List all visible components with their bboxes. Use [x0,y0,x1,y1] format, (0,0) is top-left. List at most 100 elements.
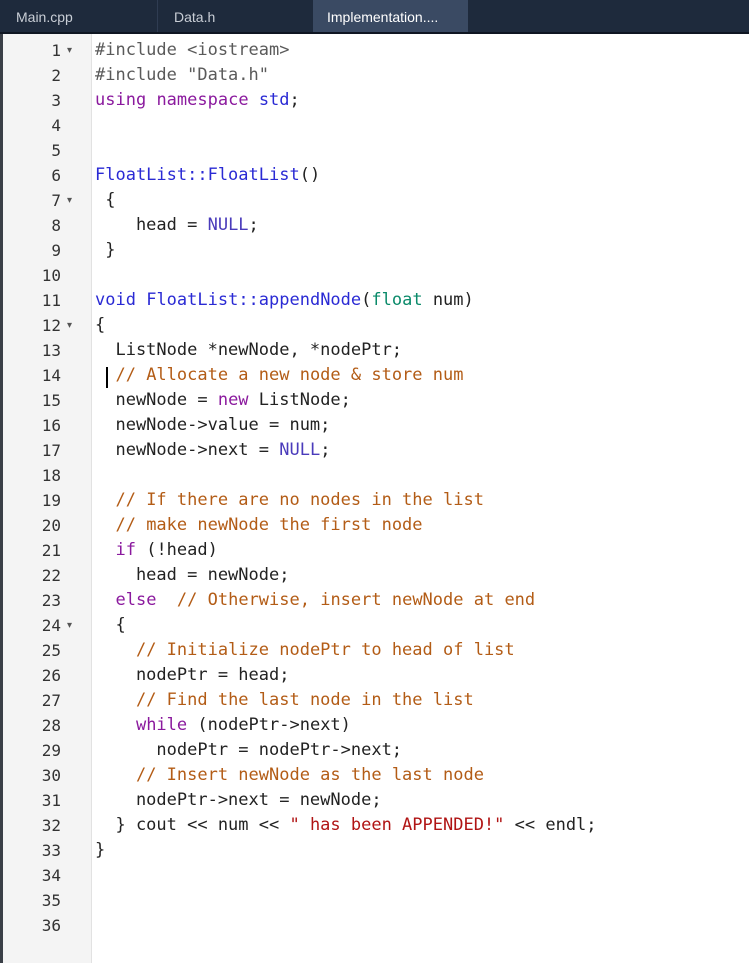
tab-data-h[interactable]: Data.h [174,9,216,25]
line-number: 24 [41,616,61,635]
code-line[interactable]: FloatList::FloatList() [95,163,320,188]
line-number: 28 [41,716,61,735]
code-token: FloatList::appendNode [146,290,362,310]
code-line[interactable]: } [95,238,115,263]
line-number: 26 [41,666,61,685]
fold-arrow-icon[interactable]: ▾ [67,320,73,331]
code-token: } cout << num << [95,815,290,835]
code-token: ( [361,290,372,310]
code-token: else [115,590,157,610]
code-token [95,490,115,510]
code-line[interactable]: { [95,313,105,338]
code-line[interactable]: newNode = new ListNode; [95,388,350,413]
line-number: 23 [41,591,61,610]
code-line[interactable]: if (!head) [95,538,218,563]
code-token: << endl; [504,815,597,835]
line-number: 10 [41,266,61,285]
code-token: #include <iostream> [95,40,290,60]
code-token: nodePtr = head; [95,665,290,685]
code-token: // make newNode the first node [115,515,423,535]
line-number: 15 [41,391,61,410]
code-token: newNode->next = [95,440,280,460]
code-line[interactable]: // Insert newNode as the last node [95,763,484,788]
code-token: (!head) [135,540,218,560]
code-line[interactable]: { [95,188,115,213]
code-line[interactable]: nodePtr->next = newNode; [95,788,382,813]
line-number: 14 [41,366,61,385]
code-token: " has been APPENDED!" [289,815,505,835]
editor-left-border [0,34,3,963]
line-number: 5 [51,141,61,160]
code-line[interactable]: // Find the last node in the list [95,688,474,713]
code-token: { [95,315,106,335]
code-token: // Find the last node in the list [135,690,474,710]
code-line[interactable]: void FloatList::appendNode(float num) [95,288,474,313]
code-token [156,590,176,610]
code-line[interactable]: // Allocate a new node & store num [95,363,463,388]
code-line[interactable]: newNode->value = num; [95,413,330,438]
code-token [136,290,146,310]
code-token: float [371,290,423,310]
code-line[interactable]: while (nodePtr->next) [95,713,351,738]
code-token: new [217,390,249,410]
code-token [95,515,115,535]
tab-main-cpp[interactable]: Main.cpp [0,0,158,34]
code-line[interactable]: } cout << num << " has been APPENDED!" <… [95,813,597,838]
code-token: // If there are no nodes in the list [115,490,484,510]
line-number: 6 [51,166,61,185]
line-number: 25 [41,641,61,660]
code-token: newNode = [95,390,218,410]
line-number: 12 [41,316,61,335]
code-line[interactable]: nodePtr = head; [95,663,290,688]
line-number: 31 [41,791,61,810]
code-line[interactable]: else // Otherwise, insert newNode at end [95,588,535,613]
code-token [95,540,115,560]
fold-arrow-icon[interactable]: ▾ [67,195,73,206]
line-number: 21 [41,541,61,560]
line-number: 35 [41,891,61,910]
code-line[interactable]: head = NULL; [95,213,259,238]
tab-bar: Main.cpp Data.h Implementation.... [0,0,749,34]
line-number: 4 [51,116,61,135]
line-number: 7 [51,191,61,210]
code-line[interactable]: // make newNode the first node [95,513,423,538]
code-token: // Otherwise, insert newNode at end [176,590,536,610]
code-token: void [95,290,136,310]
fold-arrow-icon[interactable]: ▾ [67,45,73,56]
code-line[interactable]: // If there are no nodes in the list [95,488,484,513]
code-token [146,90,156,110]
code-token [95,715,136,735]
code-line[interactable]: using namespace std; [95,88,300,113]
code-line[interactable]: { [95,613,126,638]
code-line[interactable]: newNode->next = NULL; [95,438,330,463]
code-token: #include "Data.h" [95,65,269,85]
code-token: num) [422,290,474,310]
code-token: newNode->value = num; [95,415,331,435]
code-line[interactable]: nodePtr = nodePtr->next; [95,738,402,763]
code-token [95,590,115,610]
line-number: 29 [41,741,61,760]
code-token: nodePtr->next = newNode; [95,790,382,810]
code-line[interactable]: head = newNode; [95,563,290,588]
code-line[interactable]: } [95,838,105,863]
code-token [95,640,136,660]
code-token: { [95,190,116,210]
line-number: 36 [41,916,61,935]
line-number: 16 [41,416,61,435]
line-number: 32 [41,816,61,835]
line-number: 13 [41,341,61,360]
code-token: // Allocate a new node & store num [115,365,464,385]
code-token: { [95,615,126,635]
line-number: 11 [41,291,61,310]
fold-arrow-icon[interactable]: ▾ [67,620,73,631]
code-line[interactable]: #include "Data.h" [95,63,269,88]
code-line[interactable]: ListNode *newNode, *nodePtr; [95,338,402,363]
code-line[interactable]: #include <iostream> [95,38,289,63]
tab-implementation[interactable]: Implementation.... [313,0,468,34]
line-number: 34 [41,866,61,885]
code-token [95,765,136,785]
line-number: 17 [41,441,61,460]
code-line[interactable]: // Initialize nodePtr to head of list [95,638,515,663]
